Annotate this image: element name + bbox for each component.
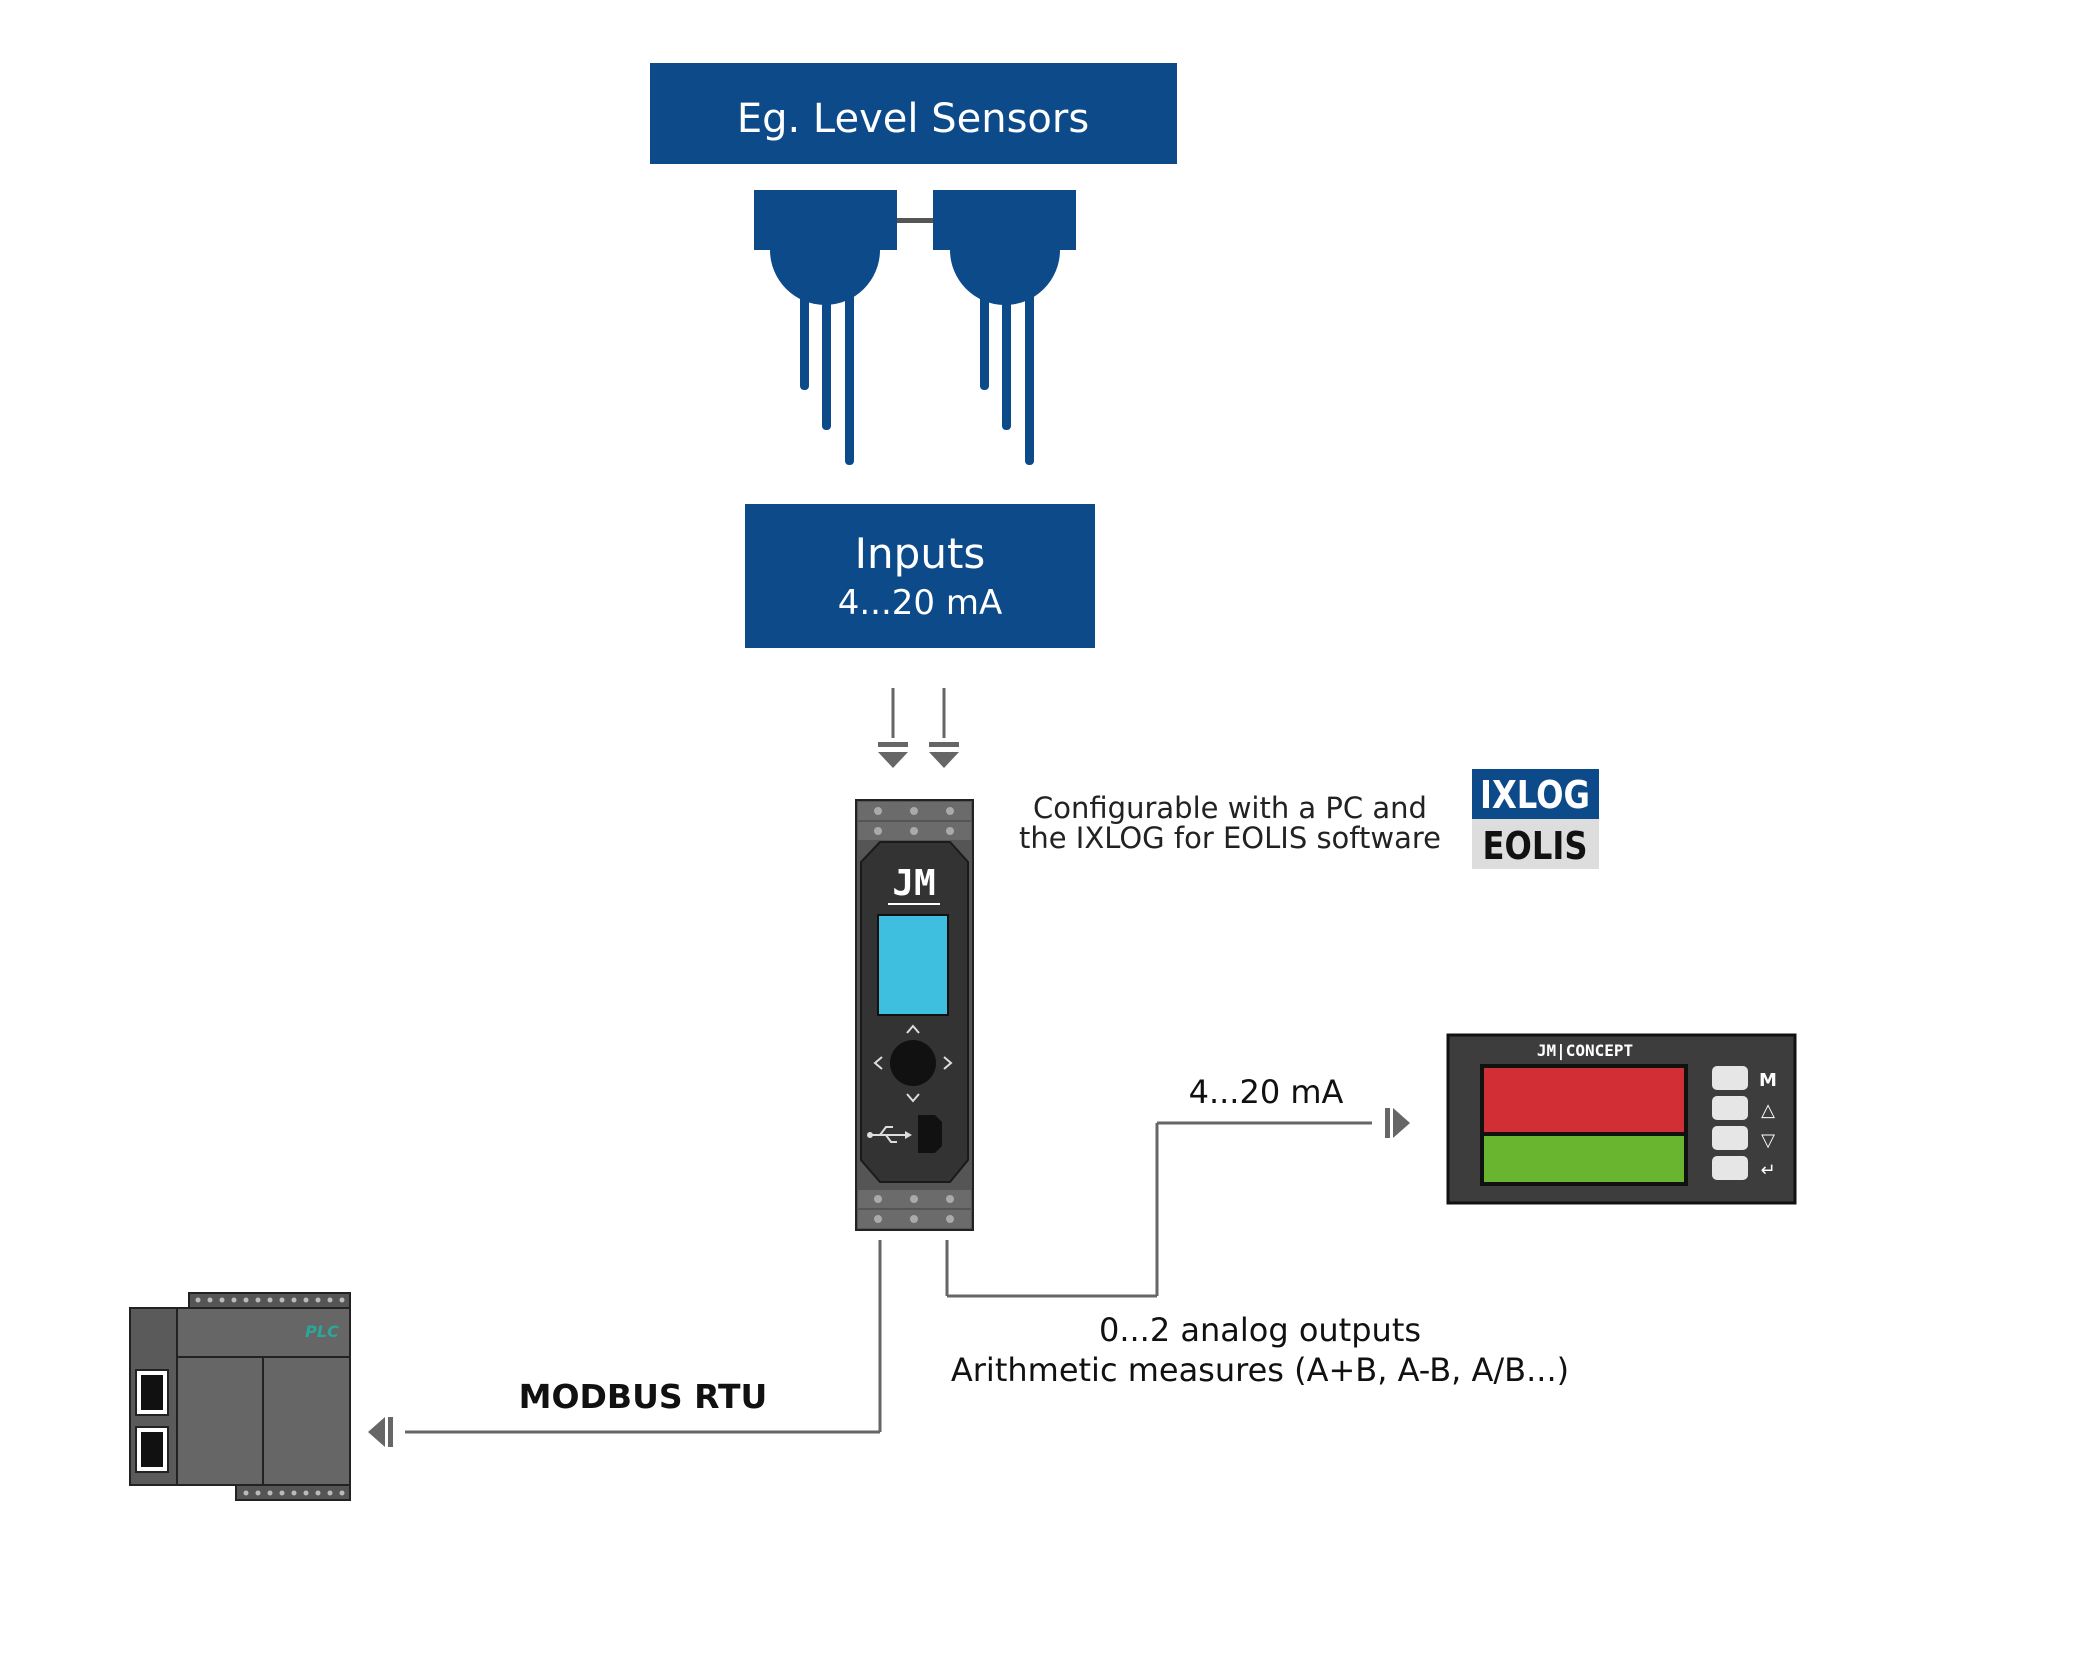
panel-display-unit: JM|CONCEPT M △ ▽ ↵ — [1446, 1033, 1797, 1205]
inputs-title: Inputs — [855, 529, 986, 578]
display-key-down: ▽ — [1761, 1130, 1775, 1151]
module-screen — [877, 914, 949, 1016]
modbus-label: MODBUS RTU — [519, 1377, 768, 1416]
display-bar-green — [1484, 1136, 1684, 1182]
usb-port — [918, 1115, 942, 1153]
level-sensor-icon — [754, 190, 1076, 465]
output-arrow-icon — [1385, 1108, 1410, 1138]
plc-device: PLC — [129, 1292, 351, 1501]
usb-icon — [867, 1126, 912, 1143]
config-note-line2: the IXLOG for EOLIS software — [1019, 821, 1441, 855]
display-key-enter: ↵ — [1760, 1160, 1775, 1181]
outputs-line2: Arithmetic measures (A+B, A-B, A/B...) — [951, 1351, 1569, 1389]
display-bar-red — [1484, 1068, 1684, 1132]
navigation-knob — [890, 1040, 936, 1086]
module-logo: JM — [892, 863, 935, 904]
eolis-logo-text: EOLIS — [1483, 824, 1588, 868]
modbus-arrow-icon — [368, 1417, 393, 1447]
display-key-up: △ — [1761, 1100, 1775, 1121]
navigation-arrows-icon — [873, 1024, 953, 1103]
config-note-line1: Configurable with a PC and — [1033, 791, 1427, 825]
inputs-signal: 4...20 mA — [838, 583, 1003, 623]
sensors-box: Eg. Level Sensors — [650, 63, 1177, 164]
ixlog-eolis-logo: IXLOG EOLIS — [1472, 769, 1599, 869]
modbus-line — [405, 1240, 882, 1434]
output-signal-label: 4...20 mA — [1189, 1073, 1344, 1111]
ixlog-logo-text: IXLOG — [1480, 773, 1590, 817]
outputs-line1: 0...2 analog outputs — [1099, 1311, 1421, 1349]
inputs-box: Inputs 4...20 mA — [745, 504, 1095, 648]
sensors-label: Eg. Level Sensors — [737, 96, 1089, 142]
input-arrows — [878, 688, 959, 768]
jm-module: JM — [855, 799, 974, 1231]
analog-output-line — [945, 1121, 1372, 1298]
display-brand: JM|CONCEPT — [1537, 1041, 1633, 1061]
plc-label: PLC — [305, 1322, 339, 1341]
display-key-m: M — [1759, 1070, 1777, 1091]
